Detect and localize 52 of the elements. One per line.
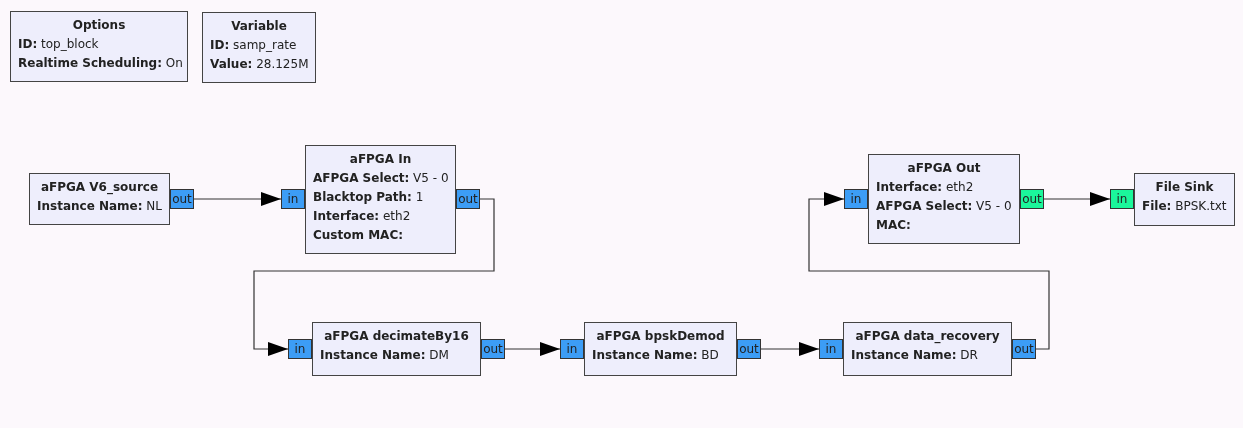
block [202,12,316,83]
port: out [481,339,505,359]
block [584,322,737,376]
block-parameter: Instance Name: NL [37,198,162,215]
block-parameter: Instance Name: DM [320,347,450,364]
port: out [170,189,194,209]
block-title: Options [71,17,127,34]
arrow [504,342,561,356]
port: out [737,339,761,359]
block-title: aFPGA data_recovery [854,328,1001,346]
block [29,173,170,225]
port: in [281,189,305,209]
block-parameter: Realtime Scheduling: On [18,55,180,72]
port: in [288,339,312,359]
block-title: aFPGA bpskDemod [595,328,726,345]
port: in [844,189,868,209]
block-parameter: File: BPSK.txt [1142,198,1227,215]
block-title: aFPGA Out [906,160,982,177]
block [312,322,481,376]
port: out [1020,189,1044,209]
block [10,11,188,82]
block-title: aFPGA In [348,151,413,168]
arrow [253,198,495,356]
block [868,154,1020,244]
arrow [808,192,1050,350]
block-parameter: AFPGA Select: V5 - 0 [876,198,1012,215]
block-title: aFPGA V6_source [39,179,160,197]
block-title: aFPGA decimateBy16 [323,328,470,345]
arrow [760,342,820,356]
block-parameter: Blacktop Path: 1 [313,189,425,206]
port: in [560,339,584,359]
port: in [1110,189,1134,209]
block-parameter: AFPGA Select: V5 - 0 [313,170,448,187]
block-parameter: Value: 28.125M [210,56,308,73]
block [1134,173,1235,226]
block-title: Variable [230,18,288,35]
block [305,145,456,254]
arrow [193,192,282,206]
block-parameter: Interface: eth2 [876,179,975,196]
block-parameter: Interface: eth2 [313,208,412,225]
block-parameter: Instance Name: DR [851,347,979,364]
block-parameter: ID: top_block [18,36,100,53]
block [843,322,1012,376]
block-parameter: Instance Name: BD [592,347,720,364]
block-parameter: MAC: [876,217,912,234]
block-parameter: Custom MAC: [313,227,404,244]
block-parameter: ID: samp_rate [210,37,298,54]
port: in [819,339,843,359]
block-title: File Sink [1154,179,1215,196]
arrow [1043,192,1111,206]
port: out [1012,339,1036,359]
port: out [456,189,480,209]
